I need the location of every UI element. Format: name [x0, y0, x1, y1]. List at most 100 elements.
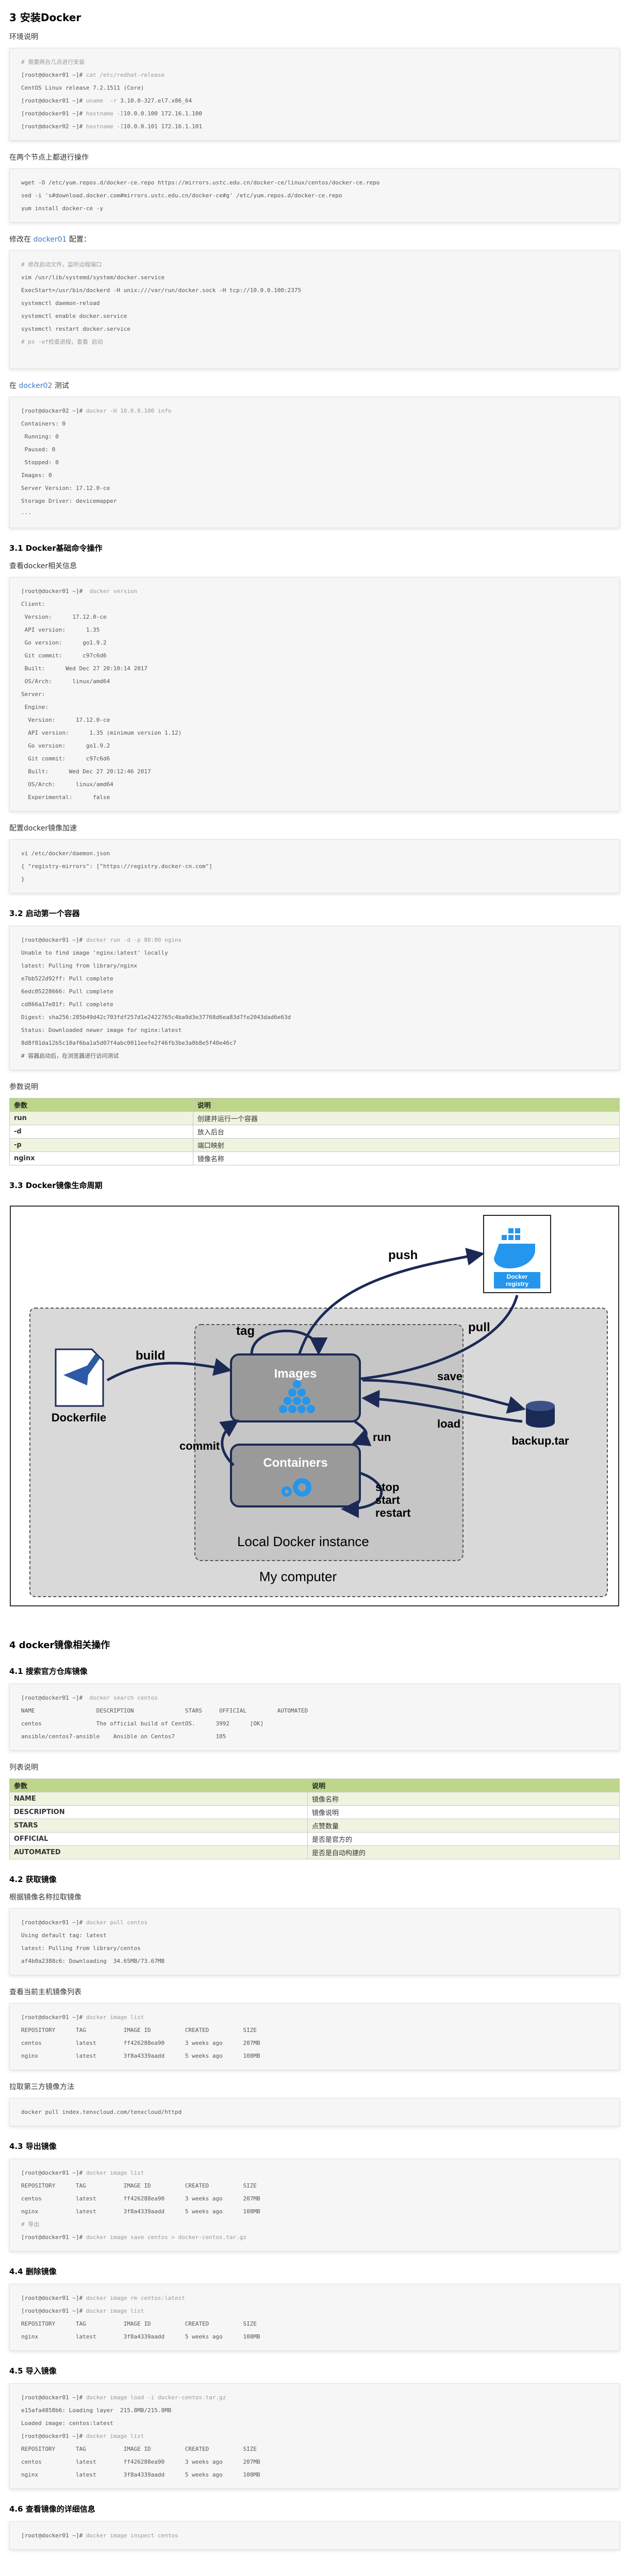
- code-block: [root@docker01 ~]# docker image rm cento…: [9, 2284, 620, 2351]
- table-cell: DESCRIPTION: [9, 1805, 308, 1819]
- code-output: # 容器启动后，在浏览器进行访问测试: [21, 1053, 119, 1059]
- code-block: [root@docker01 ~]# docker image inspect …: [9, 2521, 620, 2550]
- text-prefix: 修改在: [9, 235, 31, 244]
- code-output: REPOSITORY TAG IMAGE ID CREATED SIZE: [21, 2446, 257, 2452]
- code-line: [root@docker01 ~]# cat /etc/redhat-relea…: [21, 69, 608, 81]
- host-link[interactable]: docker02: [19, 382, 53, 390]
- code-output: af4b0a2388c6: Downloading 34.65MB/73.67M…: [21, 1958, 165, 1964]
- section-title: 4 docker镜像相关操作: [9, 1640, 110, 1651]
- code-prompt: [root@docker01 ~]#: [21, 97, 86, 104]
- code-line: ansible/centos7-ansible Ansible on Cento…: [21, 1730, 608, 1743]
- code-output: wget -O /etc/yum.repos.d/docker-ce.repo …: [21, 179, 380, 186]
- lifecycle-arrow: [341, 1471, 383, 1518]
- code-output: vim /usr/lib/systemd/system/docker.servi…: [21, 274, 165, 281]
- section-title: 3.3 Docker镜像生命周期: [9, 1181, 103, 1190]
- tag-label: tag: [236, 1324, 255, 1338]
- section-title: 4.2 获取镜像: [9, 1875, 57, 1884]
- code-output: nginx latest 3f8a4339aadd 5 weeks ago 10…: [21, 2471, 260, 2478]
- code-line: OS/Arch: linux/amd64: [21, 778, 608, 791]
- images-box: Images: [230, 1353, 361, 1422]
- code-command: docker image save centos > docker-centos…: [86, 2234, 247, 2241]
- code-line: REPOSITORY TAG IMAGE ID CREATED SIZE: [21, 2317, 608, 2330]
- table-cell: -d: [9, 1125, 193, 1139]
- code-output: e7bb522d92ff: Pull complete: [21, 975, 113, 982]
- containers-label: Containers: [263, 1456, 327, 1470]
- code-output: NAME DESCRIPTION STARS OFFICIAL AUTOMATE…: [21, 1707, 308, 1714]
- code-output: REPOSITORY TAG IMAGE ID CREATED SIZE: [21, 2320, 257, 2327]
- code-line: CentOS Linux release 7.2.1511 (Core): [21, 81, 608, 94]
- code-command: hostname -I: [86, 123, 124, 130]
- table-header-cell: 参数: [9, 1778, 308, 1792]
- code-output: 6edc05228666: Pull complete: [21, 988, 113, 995]
- text-suffix: 配置：: [69, 235, 91, 244]
- code-line: systemctl enable docker.service: [21, 310, 608, 323]
- code-line: Server:: [21, 688, 608, 701]
- code-output: cd866a17e81f: Pull complete: [21, 1001, 113, 1008]
- code-prompt: [root@docker01 ~]#: [21, 2394, 86, 2401]
- code-line: 8d8f81da12b5c10af6ba1a5d07f4abc0011eefe2…: [21, 1037, 608, 1049]
- backup-label: backup.tar: [511, 1434, 569, 1447]
- table-cell: run: [9, 1111, 193, 1125]
- code-line: [root@docker01 ~]# docker image list: [21, 2166, 608, 2179]
- code-command: docker image list: [86, 2433, 144, 2439]
- code-prompt: [root@docker02 ~]#: [21, 408, 86, 414]
- code-line: Loaded image: centos:latest: [21, 2417, 608, 2430]
- table-header-row: 参数说明: [9, 1098, 620, 1112]
- registry-icon: Docker registry: [483, 1215, 551, 1293]
- subheading: 在两个节点上都进行操作: [9, 154, 89, 162]
- table-cell: 是否是自动构建的: [307, 1845, 620, 1859]
- code-line: Containers: 0: [21, 417, 608, 430]
- code-line: [root@docker02 ~]# hostname -I10.0.0.101…: [21, 120, 608, 133]
- code-line: Images: 0: [21, 469, 608, 482]
- containers-box: Containers: [230, 1444, 361, 1507]
- table-header-cell: 说明: [192, 1098, 620, 1112]
- text-suffix: 测试: [54, 382, 69, 390]
- code-prompt: [root@docker01 ~]#: [21, 937, 86, 943]
- code-line: nginx latest 3f8a4339aadd 5 weeks ago 10…: [21, 2468, 608, 2481]
- table-cell: 镜像名称: [192, 1151, 620, 1165]
- run-label: run: [373, 1431, 391, 1444]
- code-output: Go version: go1.9.2: [21, 742, 110, 749]
- code-line: Status: Downloaded newer image for nginx…: [21, 1024, 608, 1037]
- dockerfile-label: Dockerfile: [52, 1411, 106, 1424]
- code-line: Stopped: 0: [21, 456, 608, 469]
- code-prompt: [root@docker01 ~]#: [21, 2532, 86, 2539]
- table-cell: STARS: [9, 1819, 308, 1833]
- code-output: ···: [21, 511, 31, 517]
- document-page: 3 安装Docker 环境说明 # 需要两台几点进行安装[root@docker…: [0, 9, 629, 2550]
- code-output: yum install docker-ce -y: [21, 205, 103, 212]
- code-prompt: [root@docker01 ~]#: [21, 1919, 86, 1926]
- code-output: Git commit: c97c6d6: [21, 652, 107, 659]
- code-line: Storage Driver: devicemapper: [21, 495, 608, 507]
- local-docker-label: Local Docker instance: [237, 1534, 369, 1549]
- code-command: # 需要两台几点进行安装: [21, 59, 85, 65]
- table-cell: 是否是官方的: [307, 1832, 620, 1846]
- subheading: 环境说明: [9, 33, 38, 41]
- code-line: REPOSITORY TAG IMAGE ID CREATED SIZE: [21, 2024, 608, 2037]
- code-block: [root@docker01 ~]# docker image load -i …: [9, 2383, 620, 2489]
- code-line: Server Version: 17.12.0-ce: [21, 482, 608, 495]
- code-line: API version: 1.35: [21, 623, 608, 636]
- code-output: Digest: sha256:285b49d42c703fdf257d1e242…: [21, 1014, 291, 1021]
- code-line: Using default tag: latest: [21, 1929, 608, 1942]
- code-output: Version: 17.12.0-ce: [21, 614, 107, 620]
- code-output: nginx latest 3f8a4339aadd 5 weeks ago 10…: [21, 2208, 260, 2215]
- host-link[interactable]: docker01: [33, 235, 67, 244]
- section-title: 4.1 搜索官方仓库镜像: [9, 1667, 88, 1676]
- code-output: Built: Wed Dec 27 20:12:46 2017: [21, 768, 151, 775]
- push-label: push: [388, 1248, 418, 1262]
- code-line: [root@docker01 ~]# docker version: [21, 585, 608, 598]
- code-command: docker image load -i docker-centos.tar.g…: [86, 2394, 226, 2401]
- code-line: Digest: sha256:285b49d42c703fdf257d1e242…: [21, 1011, 608, 1024]
- code-output: Experimental: false: [21, 794, 110, 801]
